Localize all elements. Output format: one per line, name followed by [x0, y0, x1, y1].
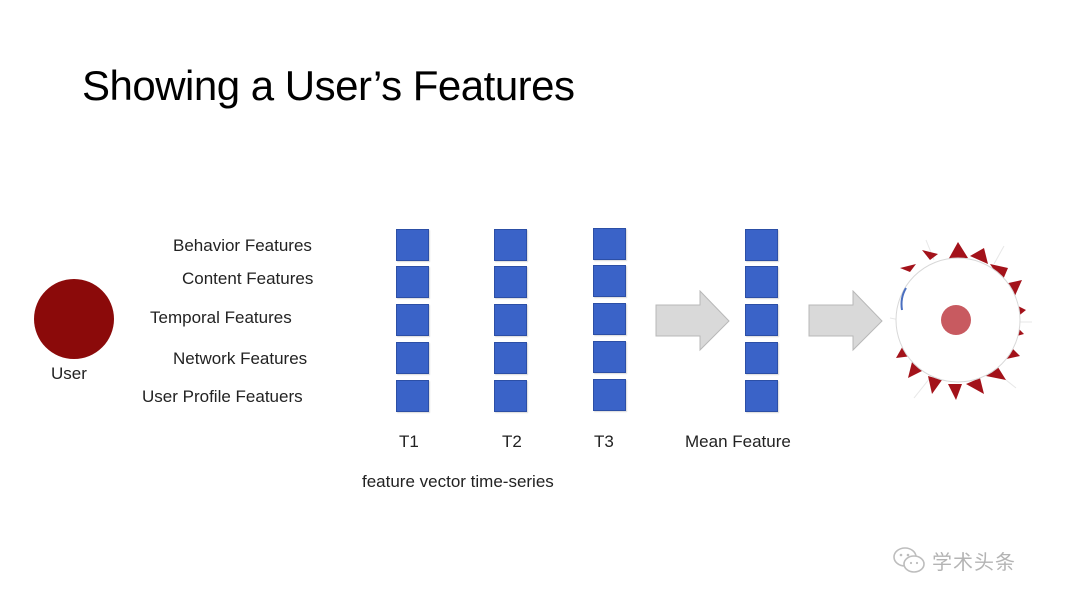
- time-label-t3: T3: [594, 432, 614, 451]
- feature-cell: [593, 379, 626, 411]
- mean-feature-label: Mean Feature: [685, 432, 791, 451]
- feature-cell: [593, 265, 626, 297]
- feature-cell: [396, 342, 429, 374]
- right-arrow-icon: [808, 290, 883, 352]
- feature-label-network: Network Features: [173, 349, 308, 368]
- feature-cell: [494, 304, 527, 336]
- feature-cell: [494, 229, 527, 261]
- feature-cell: [745, 229, 778, 261]
- feature-label-temporal: Temporal Features: [150, 308, 292, 327]
- user-node: [34, 279, 114, 359]
- feature-cell: [593, 303, 626, 335]
- caption: feature vector time-series: [362, 472, 554, 491]
- feature-cell: [396, 229, 429, 261]
- feature-cell: [494, 266, 527, 298]
- time-label-t1: T1: [399, 432, 419, 451]
- right-arrow-icon: [655, 290, 730, 352]
- feature-cell: [396, 380, 429, 412]
- user-label: User: [51, 364, 87, 383]
- watermark-text: 学术头条: [932, 549, 1016, 574]
- slide-title: Showing a User’s Features: [82, 62, 575, 109]
- feature-label-behavior: Behavior Features: [173, 236, 312, 255]
- wechat-icon: [893, 547, 925, 573]
- time-label-t2: T2: [502, 432, 522, 451]
- watermark: 学术头条: [892, 545, 1016, 575]
- feature-cell: [745, 380, 778, 412]
- feature-cell: [494, 380, 527, 412]
- feature-cell: [745, 266, 778, 298]
- feature-label-user-profile: User Profile Featuers: [142, 387, 303, 406]
- feature-cell: [396, 304, 429, 336]
- feature-cell: [745, 342, 778, 374]
- feature-label-content: Content Features: [182, 269, 314, 288]
- feature-cell: [593, 341, 626, 373]
- feature-cell: [396, 266, 429, 298]
- user-feature-representation-icon: [889, 239, 1032, 400]
- feature-cell: [494, 342, 527, 374]
- feature-cell: [593, 228, 626, 260]
- feature-cell: [745, 304, 778, 336]
